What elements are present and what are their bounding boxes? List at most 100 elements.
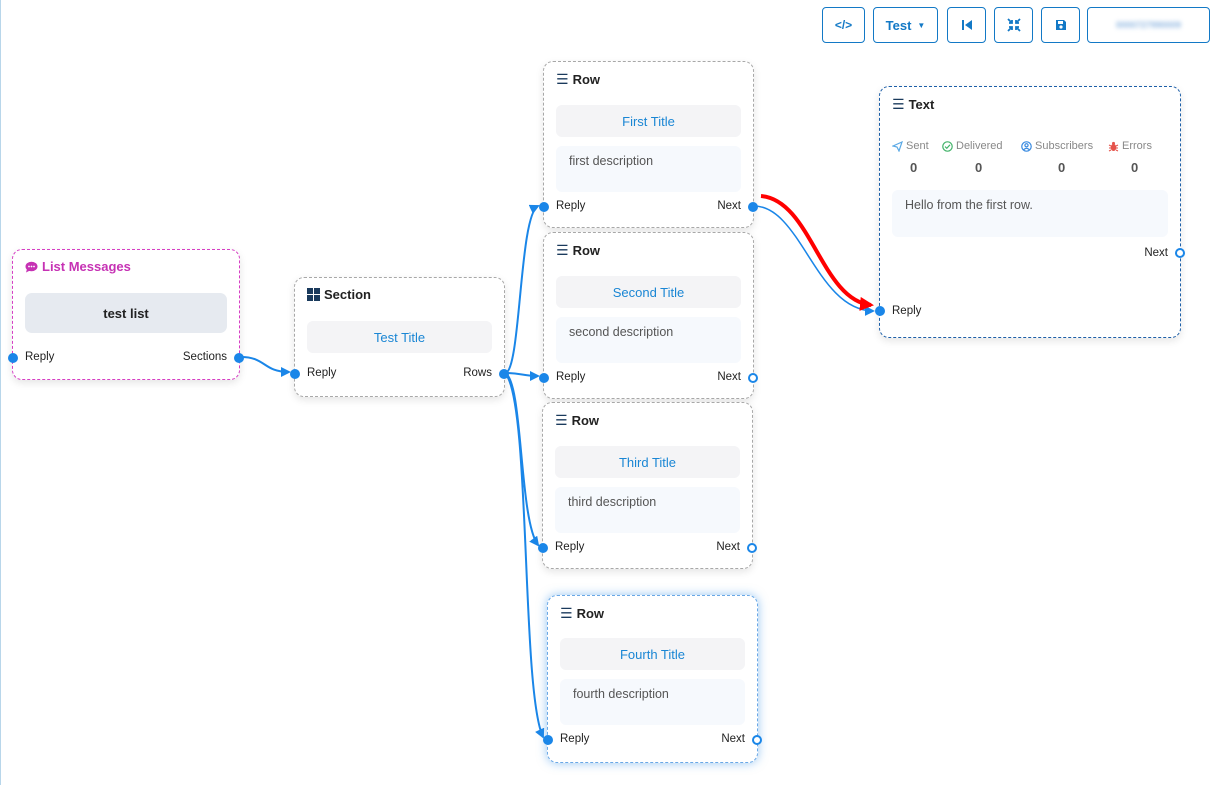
account-id-button[interactable]: 0000727990009 bbox=[1087, 7, 1210, 43]
row-1-next-port[interactable] bbox=[748, 202, 758, 212]
comment-icon bbox=[25, 261, 38, 272]
list-messages-title: List Messages bbox=[25, 259, 131, 274]
row-4-reply-port[interactable] bbox=[543, 735, 553, 745]
edge-row1-to-text bbox=[753, 205, 875, 316]
row-3-description: third description bbox=[555, 487, 740, 533]
section-rows-label: Rows bbox=[463, 367, 492, 379]
row-2-reply-label: Reply bbox=[556, 371, 586, 383]
section-title-text: Section bbox=[324, 287, 371, 302]
list-lines-icon: ☰ bbox=[892, 96, 905, 112]
section-title: Section bbox=[307, 287, 371, 302]
row-4-title-text: Row bbox=[576, 606, 605, 621]
section-rows-port[interactable] bbox=[499, 369, 509, 379]
row-4-next-port[interactable] bbox=[752, 735, 762, 745]
row-1-title-text: Row bbox=[572, 72, 601, 87]
row-2-title-text: Row bbox=[572, 243, 601, 258]
user-circle-icon bbox=[1021, 140, 1032, 152]
row-3-title: ☰ Row bbox=[555, 412, 599, 429]
row-4-reply-label: Reply bbox=[560, 733, 590, 745]
stat-sent-value: 0 bbox=[910, 160, 918, 175]
code-view-button[interactable]: </> bbox=[822, 7, 865, 43]
stat-errors: Errors bbox=[1108, 140, 1152, 152]
text-node-title-text: Text bbox=[908, 97, 935, 112]
row-1-pill-text: First Title bbox=[622, 113, 675, 129]
stat-delivered-label: Delivered bbox=[956, 140, 1003, 152]
row-3-next-port[interactable] bbox=[747, 543, 757, 553]
row-4-pill[interactable]: Fourth Title bbox=[560, 638, 745, 670]
skip-back-icon bbox=[961, 20, 972, 30]
stat-subscribers-value: 0 bbox=[1058, 160, 1066, 175]
test-dropdown-button[interactable]: Test ▼ bbox=[873, 7, 938, 43]
test-dropdown-label: Test bbox=[885, 17, 912, 33]
row-2-reply-port[interactable] bbox=[539, 373, 549, 383]
row-1-reply-port[interactable] bbox=[539, 202, 549, 212]
stat-sent-label: Sent bbox=[906, 140, 929, 152]
list-messages-node[interactable]: List Messages test list Reply Sections bbox=[8, 249, 244, 380]
list-reply-label: Reply bbox=[25, 351, 55, 363]
list-button[interactable]: test list bbox=[25, 293, 227, 333]
stat-subscribers-label: Subscribers bbox=[1035, 140, 1094, 152]
row-4-title: ☰ Row bbox=[560, 605, 604, 622]
stat-errors-value: 0 bbox=[1131, 160, 1139, 175]
stat-delivered: Delivered bbox=[942, 140, 1002, 152]
list-sections-label: Sections bbox=[182, 351, 227, 363]
text-next-label: Next bbox=[1144, 247, 1168, 259]
row-2-description: second description bbox=[556, 317, 741, 363]
row-4-next-label: Next bbox=[721, 733, 745, 745]
save-icon bbox=[1055, 20, 1066, 30]
list-sections-port[interactable] bbox=[234, 353, 244, 363]
text-reply-label: Reply bbox=[892, 305, 922, 317]
edge-section-to-row3 bbox=[504, 372, 540, 547]
section-title-pill[interactable]: Test Title bbox=[307, 321, 492, 353]
row-1-pill[interactable]: First Title bbox=[556, 105, 741, 137]
check-circle-icon bbox=[942, 140, 953, 152]
compress-icon bbox=[1006, 18, 1021, 32]
text-node-title: ☰ Text bbox=[892, 96, 934, 113]
code-icon: </> bbox=[834, 18, 853, 32]
section-reply-port[interactable] bbox=[290, 369, 300, 379]
row-node-1[interactable]: ☰ Row First Title first description Repl… bbox=[539, 61, 758, 228]
save-button[interactable] bbox=[1041, 7, 1080, 43]
text-next-port[interactable] bbox=[1175, 248, 1185, 258]
row-2-pill[interactable]: Second Title bbox=[556, 276, 741, 308]
row-2-next-port[interactable] bbox=[748, 373, 758, 383]
text-node[interactable]: ☰ Text Sent Delivered Subscribers Errors… bbox=[875, 86, 1185, 338]
section-node[interactable]: Section Test Title Reply Rows bbox=[290, 277, 509, 397]
bug-icon bbox=[1108, 141, 1119, 151]
account-id-label: 0000727990009 bbox=[1115, 20, 1182, 30]
list-lines-icon: ☰ bbox=[556, 71, 569, 87]
edge-section-to-row2 bbox=[504, 370, 540, 381]
list-reply-port[interactable] bbox=[8, 353, 18, 363]
row-node-4[interactable]: ☰ Row Fourth Title fourth description Re… bbox=[543, 595, 762, 763]
edge-section-to-row1 bbox=[504, 204, 540, 374]
fit-view-button[interactable] bbox=[994, 7, 1033, 43]
edge-row1-to-text-highlight bbox=[760, 194, 874, 311]
row-3-next-label: Next bbox=[716, 541, 740, 553]
row-node-2[interactable]: ☰ Row Second Title second description Re… bbox=[539, 232, 758, 399]
list-lines-icon: ☰ bbox=[560, 605, 573, 621]
text-reply-port[interactable] bbox=[875, 306, 885, 316]
row-2-title: ☰ Row bbox=[556, 242, 600, 259]
row-2-pill-text: Second Title bbox=[612, 284, 685, 300]
edge-list-to-section bbox=[240, 356, 291, 377]
skip-back-button[interactable] bbox=[947, 7, 986, 43]
row-4-pill-text: Fourth Title bbox=[619, 646, 686, 662]
grid-icon bbox=[307, 288, 320, 301]
stat-subscribers: Subscribers bbox=[1021, 140, 1093, 152]
row-3-reply-label: Reply bbox=[555, 541, 585, 553]
row-3-pill[interactable]: Third Title bbox=[555, 446, 740, 478]
row-3-reply-port[interactable] bbox=[538, 543, 548, 553]
text-message: Hello from the first row. bbox=[892, 190, 1168, 237]
row-node-3[interactable]: ☰ Row Third Title third description Repl… bbox=[538, 402, 757, 569]
stat-errors-label: Errors bbox=[1122, 140, 1152, 152]
row-3-title-text: Row bbox=[571, 413, 600, 428]
section-reply-label: Reply bbox=[307, 367, 337, 379]
paper-plane-icon bbox=[892, 140, 903, 152]
list-messages-title-text: List Messages bbox=[42, 259, 131, 274]
row-1-description: first description bbox=[556, 146, 741, 192]
row-1-next-label: Next bbox=[717, 200, 741, 212]
stat-delivered-value: 0 bbox=[975, 160, 983, 175]
row-1-reply-label: Reply bbox=[556, 200, 586, 212]
row-4-description: fourth description bbox=[560, 679, 745, 725]
